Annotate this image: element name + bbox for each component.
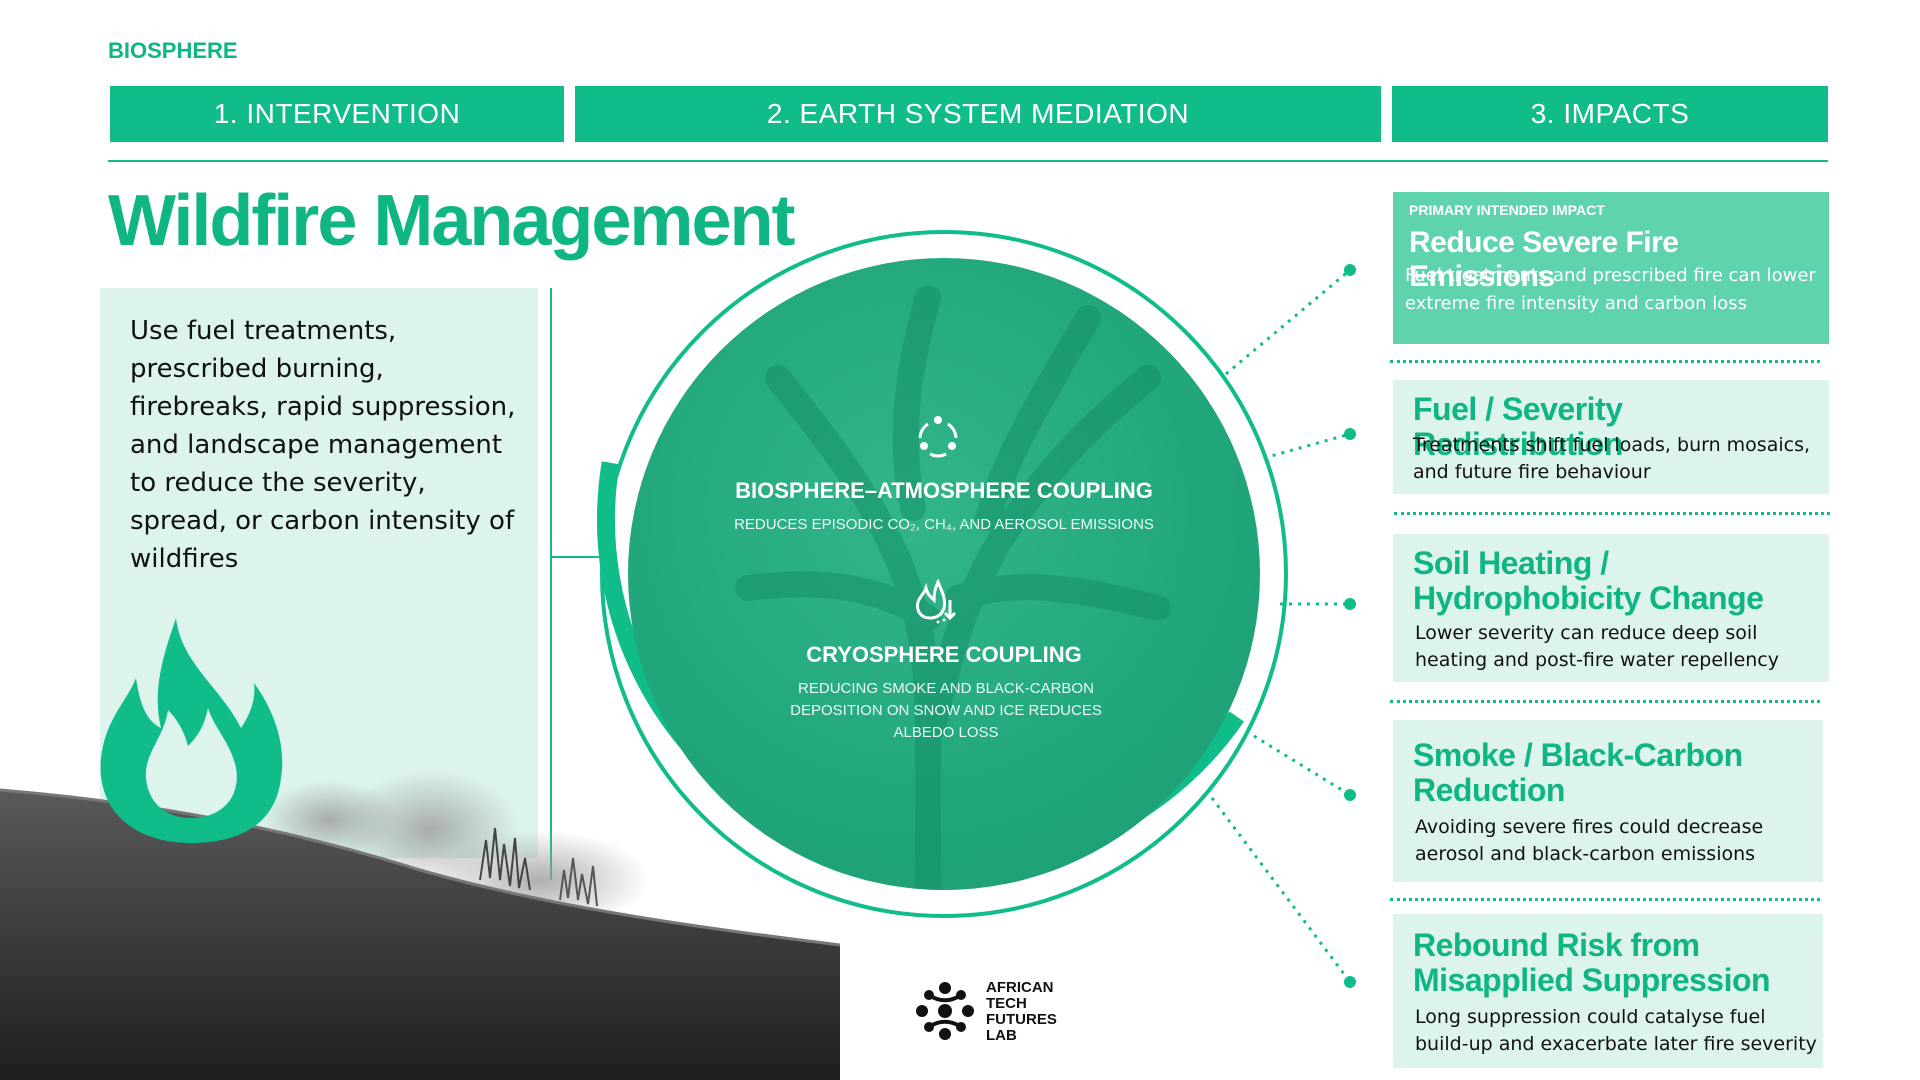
section-tag: BIOSPHERE	[108, 38, 238, 63]
impact-text: Lower severity can reduce deep soil heat…	[1415, 622, 1779, 671]
logo-text: AFRICAN TECH FUTURES LAB	[986, 979, 1057, 1044]
impact-box-soil-heating: Soil Heating / Hydrophobicity Change Low…	[1393, 534, 1829, 682]
header-intervention: 1. INTERVENTION	[110, 86, 564, 142]
impact-divider	[1390, 898, 1820, 901]
mediation-heading-2: CRYOSPHERE COUPLING	[806, 642, 1082, 667]
impact-box-rebound-risk: Rebound Risk from Misapplied Suppression…	[1393, 914, 1823, 1068]
impact-text: Treatments shift fuel loads, burn mosaic…	[1413, 434, 1811, 483]
impact-connectors	[1210, 264, 1356, 988]
connector-line	[550, 288, 552, 880]
impact-text: Long suppression could catalyse fuel bui…	[1415, 1006, 1817, 1055]
impact-divider	[1390, 360, 1820, 363]
fire-snow-icon	[916, 578, 957, 624]
header-rule	[108, 160, 1828, 162]
primary-impact-label: PRIMARY INTENDED IMPACT	[1409, 202, 1605, 218]
page-title: Wildfire Management	[108, 181, 795, 261]
mediation-circle	[628, 258, 1260, 890]
impact-heading: Soil Heating / Hydrophobicity Change	[1413, 545, 1764, 616]
connector-line-horizontal	[550, 556, 610, 558]
impact-heading: Fuel / Severity Redistribution	[1413, 391, 1623, 462]
cycle-icon	[918, 416, 958, 458]
mediation-heading-1: BIOSPHERE–ATMOSPHERE COUPLING	[735, 478, 1153, 503]
primary-impact-box: PRIMARY INTENDED IMPACT Reduce Severe Fi…	[1393, 192, 1829, 344]
impact-heading: Rebound Risk from Misapplied Suppression	[1413, 927, 1771, 998]
primary-impact-text: Fuel treatments and prescribed fire can …	[1405, 265, 1816, 314]
mediation-text-1: REDUCES EPISODIC CO₂, CH₄, AND AEROSOL E…	[734, 516, 1154, 533]
intervention-box	[100, 288, 538, 858]
atfl-logo-icon	[916, 982, 974, 1040]
tree-silhouette	[735, 285, 1171, 890]
impact-divider	[1390, 700, 1820, 703]
intervention-description: Use fuel treatments, prescribed burning,…	[130, 316, 516, 574]
header-earth-system-mediation: 2. EARTH SYSTEM MEDIATION	[575, 86, 1381, 142]
impact-box-fuel-severity: Fuel / Severity Redistribution Treatment…	[1393, 380, 1829, 494]
impact-divider	[1394, 512, 1830, 515]
impact-heading: Smoke / Black-Carbon Reduction	[1413, 737, 1743, 808]
impact-text: Avoiding severe fires could decrease aer…	[1415, 816, 1764, 865]
impact-box-smoke-black-carbon: Smoke / Black-Carbon Reduction Avoiding …	[1393, 720, 1823, 882]
burned-hillside-image	[0, 770, 840, 1080]
flame-icon	[100, 618, 283, 843]
primary-impact-heading: Reduce Severe Fire Emissions	[1409, 226, 1679, 293]
header-impacts: 3. IMPACTS	[1392, 86, 1828, 142]
mediation-text-2: REDUCING SMOKE AND BLACK-CARBON DEPOSITI…	[790, 680, 1102, 741]
